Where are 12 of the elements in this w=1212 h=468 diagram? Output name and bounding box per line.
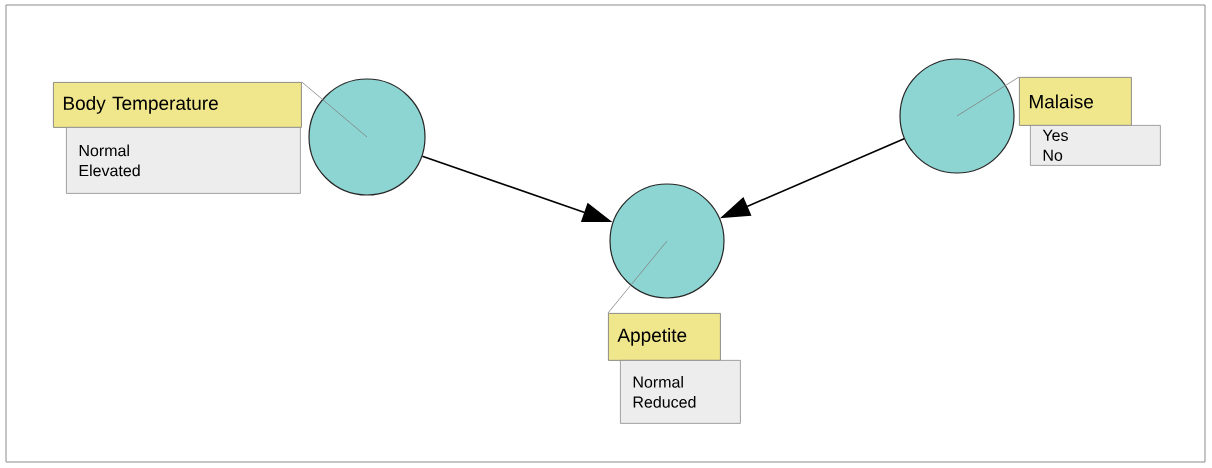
- variable-label: Body Temperature: [53, 82, 302, 128]
- state-list: Normal Reduced: [620, 360, 741, 424]
- circle-node: [899, 58, 1015, 174]
- circle-node: [609, 183, 725, 299]
- leader-line: [607, 240, 668, 314]
- leader-line: [956, 76, 1020, 117]
- variable-label: Malaise: [1019, 77, 1132, 126]
- state-list: Normal Elevated: [66, 127, 301, 194]
- circle-node: [308, 78, 426, 196]
- leader-line: [301, 81, 368, 138]
- state-list: Yes No: [1030, 125, 1161, 166]
- variable-label: Appetite: [608, 313, 721, 361]
